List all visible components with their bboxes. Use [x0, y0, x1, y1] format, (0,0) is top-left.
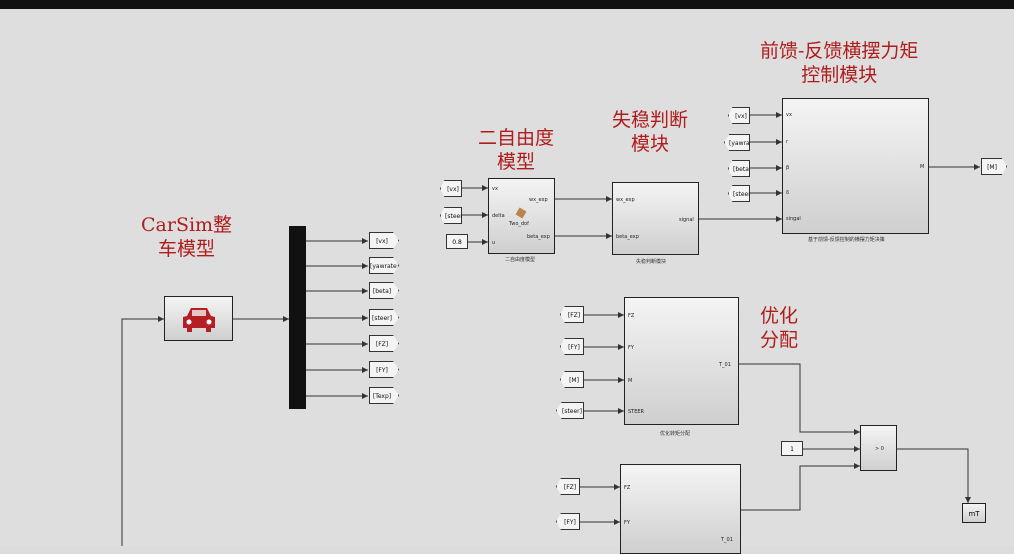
from-fy-opt[interactable]: [FY] — [560, 338, 584, 355]
carsim-title: CarSim整 车模型 — [141, 214, 233, 260]
from-fy-opt2[interactable]: [FY] — [556, 513, 580, 530]
port-m: M — [920, 164, 925, 170]
from-m-opt[interactable]: [M] — [560, 371, 584, 388]
instability-title: 失稳判断 模块 — [612, 109, 689, 155]
dof2-title: 二自由度 模型 — [478, 127, 555, 173]
port-vx: vx — [492, 186, 498, 192]
port-u: u — [492, 240, 496, 246]
goto-beta[interactable]: [beta] — [369, 282, 399, 299]
feedback-caption: 基于前馈-反馈控制的横摆力矩决策 — [808, 237, 885, 243]
optimize-title: 优化 分配 — [760, 305, 799, 351]
goto-m[interactable]: [M] — [981, 158, 1007, 175]
port-beta-exp: beta_exp — [527, 234, 550, 240]
from-beta-fb[interactable]: [beta] — [728, 160, 750, 177]
from-steer-opt[interactable]: [steer] — [556, 402, 584, 419]
port-fz-opt2: FZ — [624, 485, 631, 491]
bus-selector-bar[interactable] — [289, 226, 306, 409]
block-inner-name: Two_dof — [509, 221, 529, 227]
switch-condition: > 0 — [875, 446, 884, 452]
port-delta: delta — [492, 213, 505, 219]
instability-caption: 失稳判断模块 — [636, 259, 667, 265]
port-fy-opt2: FY — [624, 520, 630, 526]
from-steer-dof2[interactable]: [steer] — [440, 207, 462, 224]
goto-texp[interactable]: [Texp] — [369, 387, 399, 404]
goto-vx[interactable]: [vx] — [369, 232, 399, 249]
port-r: r — [786, 139, 789, 145]
port-signal: signal — [679, 217, 694, 223]
port-m-opt: M — [628, 378, 633, 384]
model-icon — [515, 207, 527, 219]
port-t01-opt: T_01 — [719, 362, 731, 368]
port-fz-opt: FZ — [628, 313, 635, 319]
optimize-caption: 优化转矩分配 — [660, 431, 691, 437]
instability-judge-block[interactable]: wx_exp beta_exp signal — [612, 182, 699, 255]
from-vx-dof2[interactable]: [vx] — [440, 180, 462, 197]
two-dof-model-block[interactable]: vx delta u wx_exp beta_exp Two_dof — [488, 178, 555, 254]
feedback-title: 前馈-反馈横摆力矩 控制模块 — [760, 40, 919, 86]
const-mu[interactable]: 0.8 — [446, 234, 468, 249]
const-switch-threshold[interactable]: 1 — [781, 441, 803, 456]
port-beta-fb: β — [786, 165, 790, 171]
port-delta-fb: δ — [786, 190, 790, 196]
from-steer-fb[interactable]: [steer] — [728, 185, 750, 202]
goto-fz[interactable]: [FZ] — [369, 335, 399, 352]
port-singal: singal — [786, 216, 801, 222]
switch-block[interactable]: > 0 — [860, 425, 897, 471]
output-scope-block[interactable]: mT — [962, 503, 986, 523]
port-steer-opt: STEER — [628, 409, 645, 415]
carsim-vehicle-block[interactable] — [164, 296, 233, 341]
from-vx-fb[interactable]: [vx] — [728, 107, 750, 124]
goto-fy[interactable]: [FY] — [369, 361, 399, 378]
dof2-caption: 二自由度模型 — [505, 257, 536, 263]
goto-steer[interactable]: [steer] — [369, 309, 399, 326]
from-fz-opt2[interactable]: [FZ] — [556, 478, 580, 495]
goto-yawrate[interactable]: [yawrate] — [369, 257, 399, 274]
port-wx-exp-in: wx_exp — [616, 197, 635, 203]
port-wx-exp: wx_exp — [529, 197, 548, 203]
feedforward-feedback-block[interactable]: vx r β δ singal M — [782, 98, 929, 234]
from-yawrate-fb[interactable]: [yawrate] — [724, 134, 750, 151]
port-beta-exp-in: beta_exp — [616, 234, 639, 240]
port-vx-fb: vx — [786, 112, 792, 118]
torque-optimization-block[interactable]: FZ FY M STEER T_01 — [624, 297, 739, 425]
from-fz-opt[interactable]: [FZ] — [560, 306, 584, 323]
port-t01-opt2: T_01 — [721, 537, 733, 543]
torque-optimization-block-2[interactable]: FZ FY T_01 — [620, 464, 741, 554]
window-top-bar — [0, 0, 1014, 9]
car-icon — [179, 304, 219, 338]
port-fy-opt: FY — [628, 345, 634, 351]
